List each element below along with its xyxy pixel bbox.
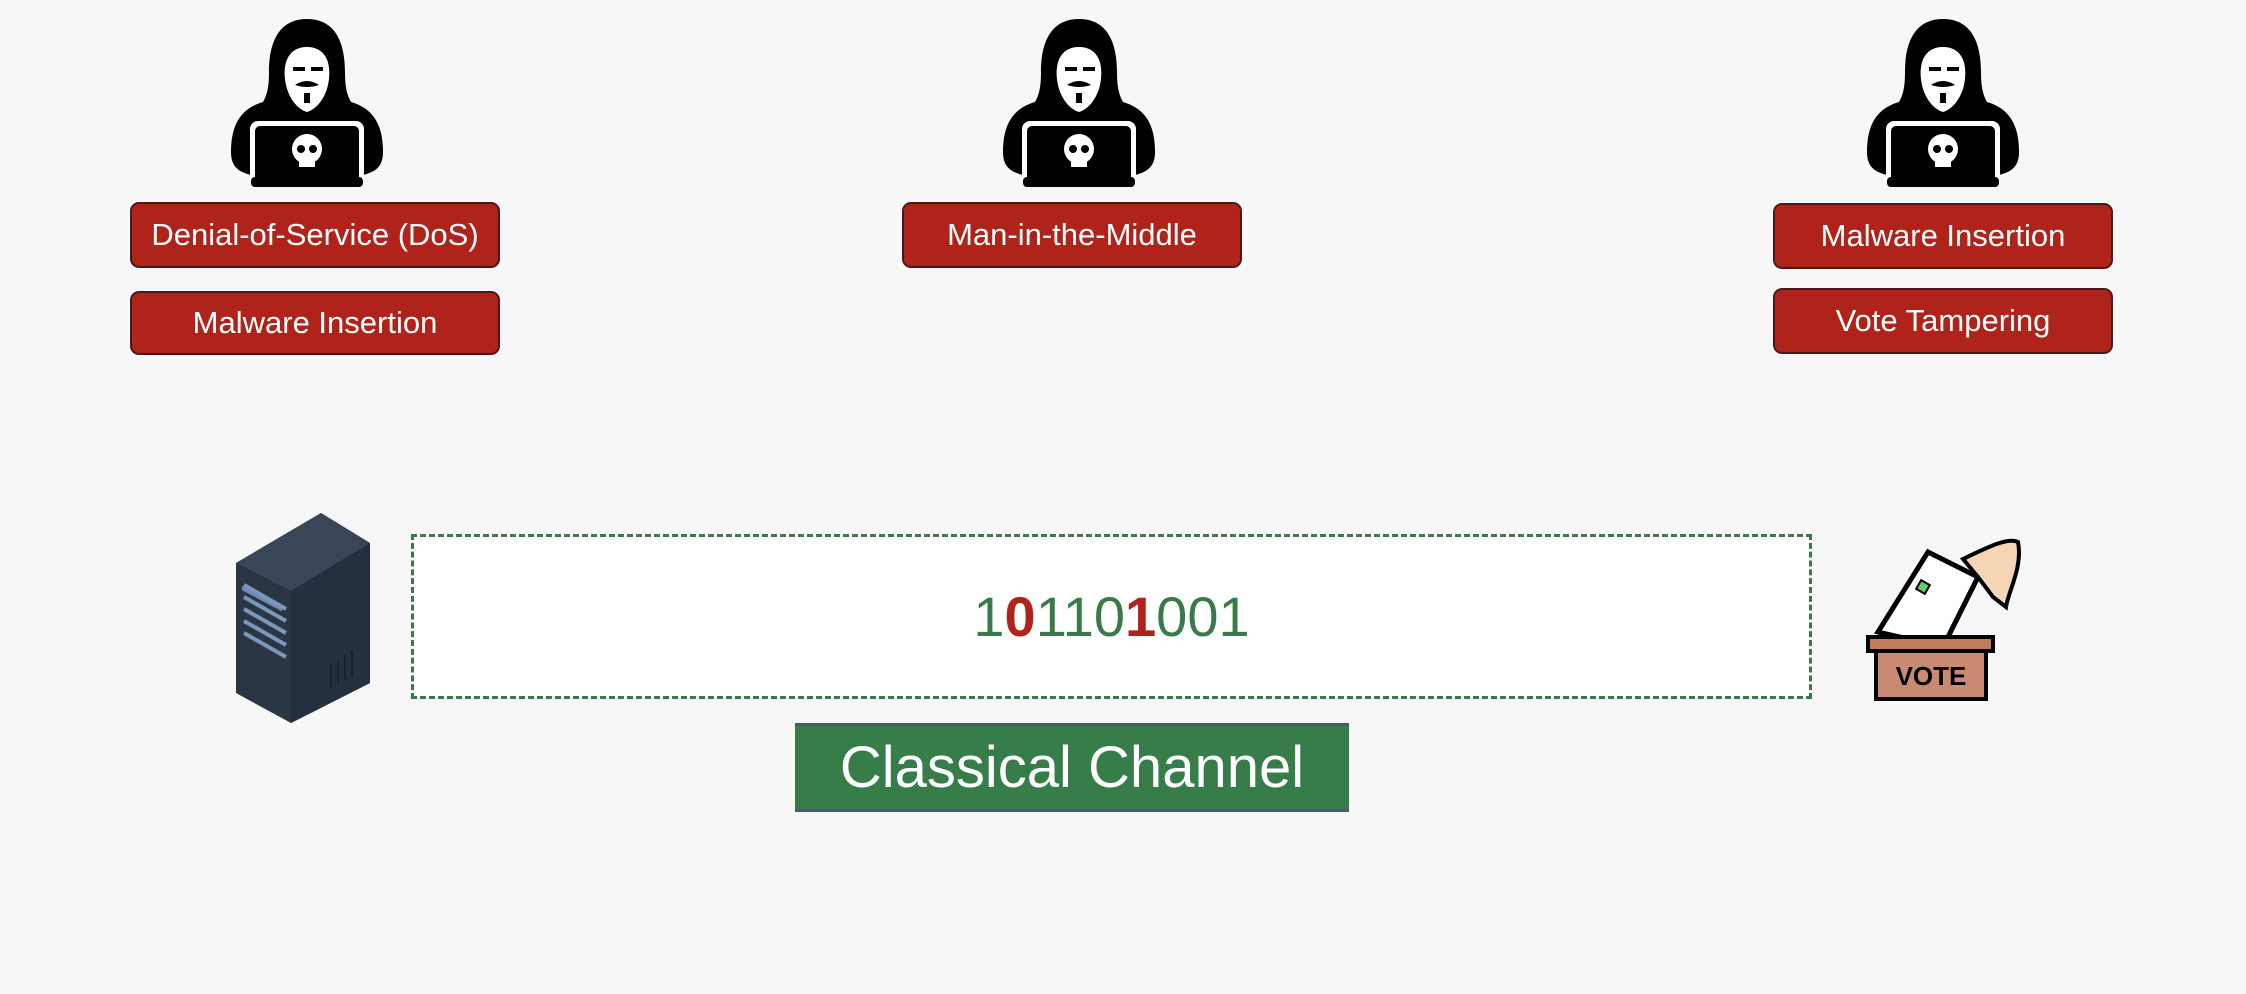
server-icon xyxy=(236,513,370,728)
channel-label: Classical Channel xyxy=(795,723,1349,812)
tampered-bit: 0 xyxy=(1004,585,1036,648)
ballot-box-icon: VOTE xyxy=(1858,537,2034,707)
bit: 1 xyxy=(1218,585,1250,648)
hacker-icon xyxy=(1865,17,2021,187)
ballot-text: VOTE xyxy=(1896,661,1967,691)
bit: 0 xyxy=(1187,585,1219,648)
classical-channel: 101101001 xyxy=(411,534,1812,699)
attack-tag-mitm: Man-in-the-Middle xyxy=(902,202,1242,268)
bit: 0 xyxy=(1093,585,1125,648)
attack-tag-malware: Malware Insertion xyxy=(1773,203,2113,269)
hacker-icon xyxy=(1001,17,1157,187)
bit: 0 xyxy=(1156,585,1188,648)
attack-tag-vote-tampering: Vote Tampering xyxy=(1773,288,2113,354)
hacker-icon xyxy=(229,17,385,187)
tampered-bit: 1 xyxy=(1125,585,1157,648)
bitstring: 101101001 xyxy=(973,584,1249,649)
bit: 1 xyxy=(1062,585,1094,648)
attack-tag-dos: Denial-of-Service (DoS) xyxy=(130,202,500,268)
bit: 1 xyxy=(1035,585,1063,648)
bit: 1 xyxy=(973,585,1005,648)
attack-tag-malware: Malware Insertion xyxy=(130,291,500,355)
